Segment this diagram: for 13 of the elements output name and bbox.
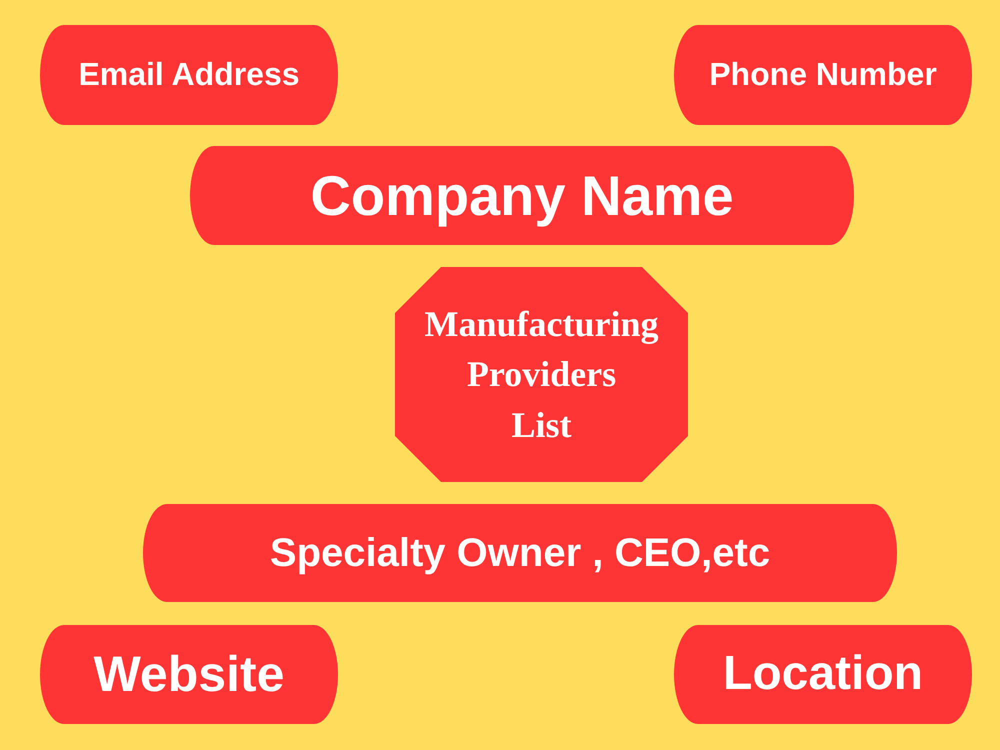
rounded-box [190,146,854,245]
rounded-box [674,625,972,724]
rounded-box [674,25,972,125]
node-label: Website [94,647,284,702]
node-label: Specialty Owner , CEO,etc [270,531,770,575]
rounded-box [40,625,338,724]
node-label: Phone Number [709,57,937,93]
rounded-box [40,25,338,125]
rounded-box [143,504,897,602]
node-label: Manufacturing Providers List [424,302,658,447]
node-label: Location [723,648,923,701]
node-label: Company Name [310,164,734,226]
node-label: Email Address [78,57,300,93]
